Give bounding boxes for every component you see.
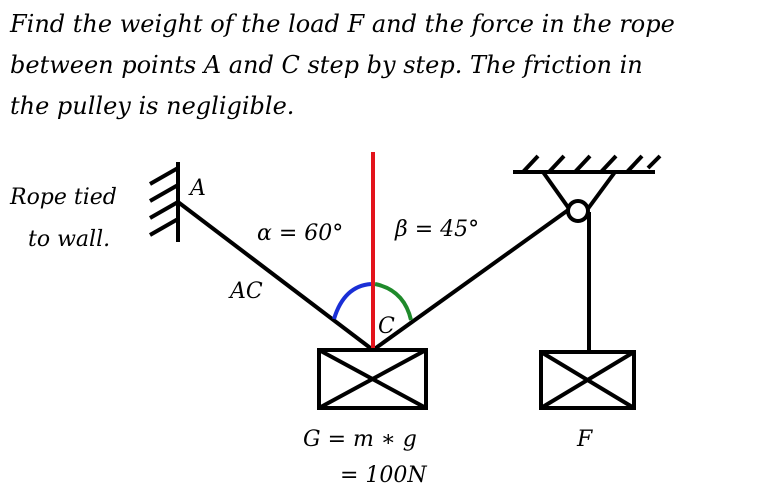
pulley-bracket bbox=[541, 170, 617, 212]
load-f-label: F bbox=[576, 427, 593, 452]
load-g-box bbox=[317, 348, 428, 410]
alpha-angle-label: α = 60° bbox=[257, 221, 343, 246]
ceiling-hatch-3 bbox=[573, 154, 592, 174]
problem-line-3: the pulley is negligible. bbox=[10, 92, 295, 120]
ceiling-hatch-5 bbox=[625, 154, 644, 174]
ceiling-hatch-6 bbox=[646, 154, 662, 170]
wall-note-line-2: to wall. bbox=[28, 227, 110, 252]
load-f-box bbox=[539, 350, 636, 410]
weight-g-value: = 100N bbox=[340, 463, 427, 488]
problem-line-1: Find the weight of the load F and the fo… bbox=[10, 10, 675, 38]
ceiling-hatch-4 bbox=[599, 154, 618, 174]
wall-hatch-3 bbox=[149, 200, 179, 220]
beta-angle-label: β = 45° bbox=[394, 217, 479, 242]
wall-hatch-1 bbox=[149, 166, 179, 186]
wall-note-line-1: Rope tied bbox=[9, 185, 117, 210]
ceiling-hatch-1 bbox=[521, 154, 540, 174]
ceiling-hatch-2 bbox=[547, 154, 566, 174]
wall-hatch-2 bbox=[149, 183, 179, 203]
rope-ac-label: AC bbox=[228, 279, 263, 304]
point-a-label: A bbox=[188, 176, 206, 201]
pulley-wheel bbox=[566, 199, 590, 223]
problem-line-2: between points A and C step by step. The… bbox=[10, 51, 643, 79]
bracket-left-arm bbox=[541, 170, 572, 212]
load-g-rect bbox=[317, 348, 428, 410]
ceiling bbox=[513, 154, 662, 174]
load-f-rect bbox=[539, 350, 636, 410]
point-c-label: C bbox=[378, 314, 395, 339]
rope-c-to-pulley bbox=[371, 206, 573, 352]
problem-statement: Find the weight of the load F and the fo… bbox=[10, 4, 784, 127]
rope-ac bbox=[176, 200, 375, 352]
weight-g-formula: G = m ∗ g bbox=[303, 427, 417, 452]
load-g-cross-2 bbox=[318, 348, 427, 410]
wall bbox=[149, 162, 180, 242]
bracket-right-arm bbox=[585, 170, 617, 212]
beta-angle-arc bbox=[374, 282, 413, 321]
alpha-angle-arc bbox=[332, 282, 372, 320]
wall-hatch-4 bbox=[149, 217, 179, 237]
load-f-cross-2 bbox=[539, 350, 636, 410]
